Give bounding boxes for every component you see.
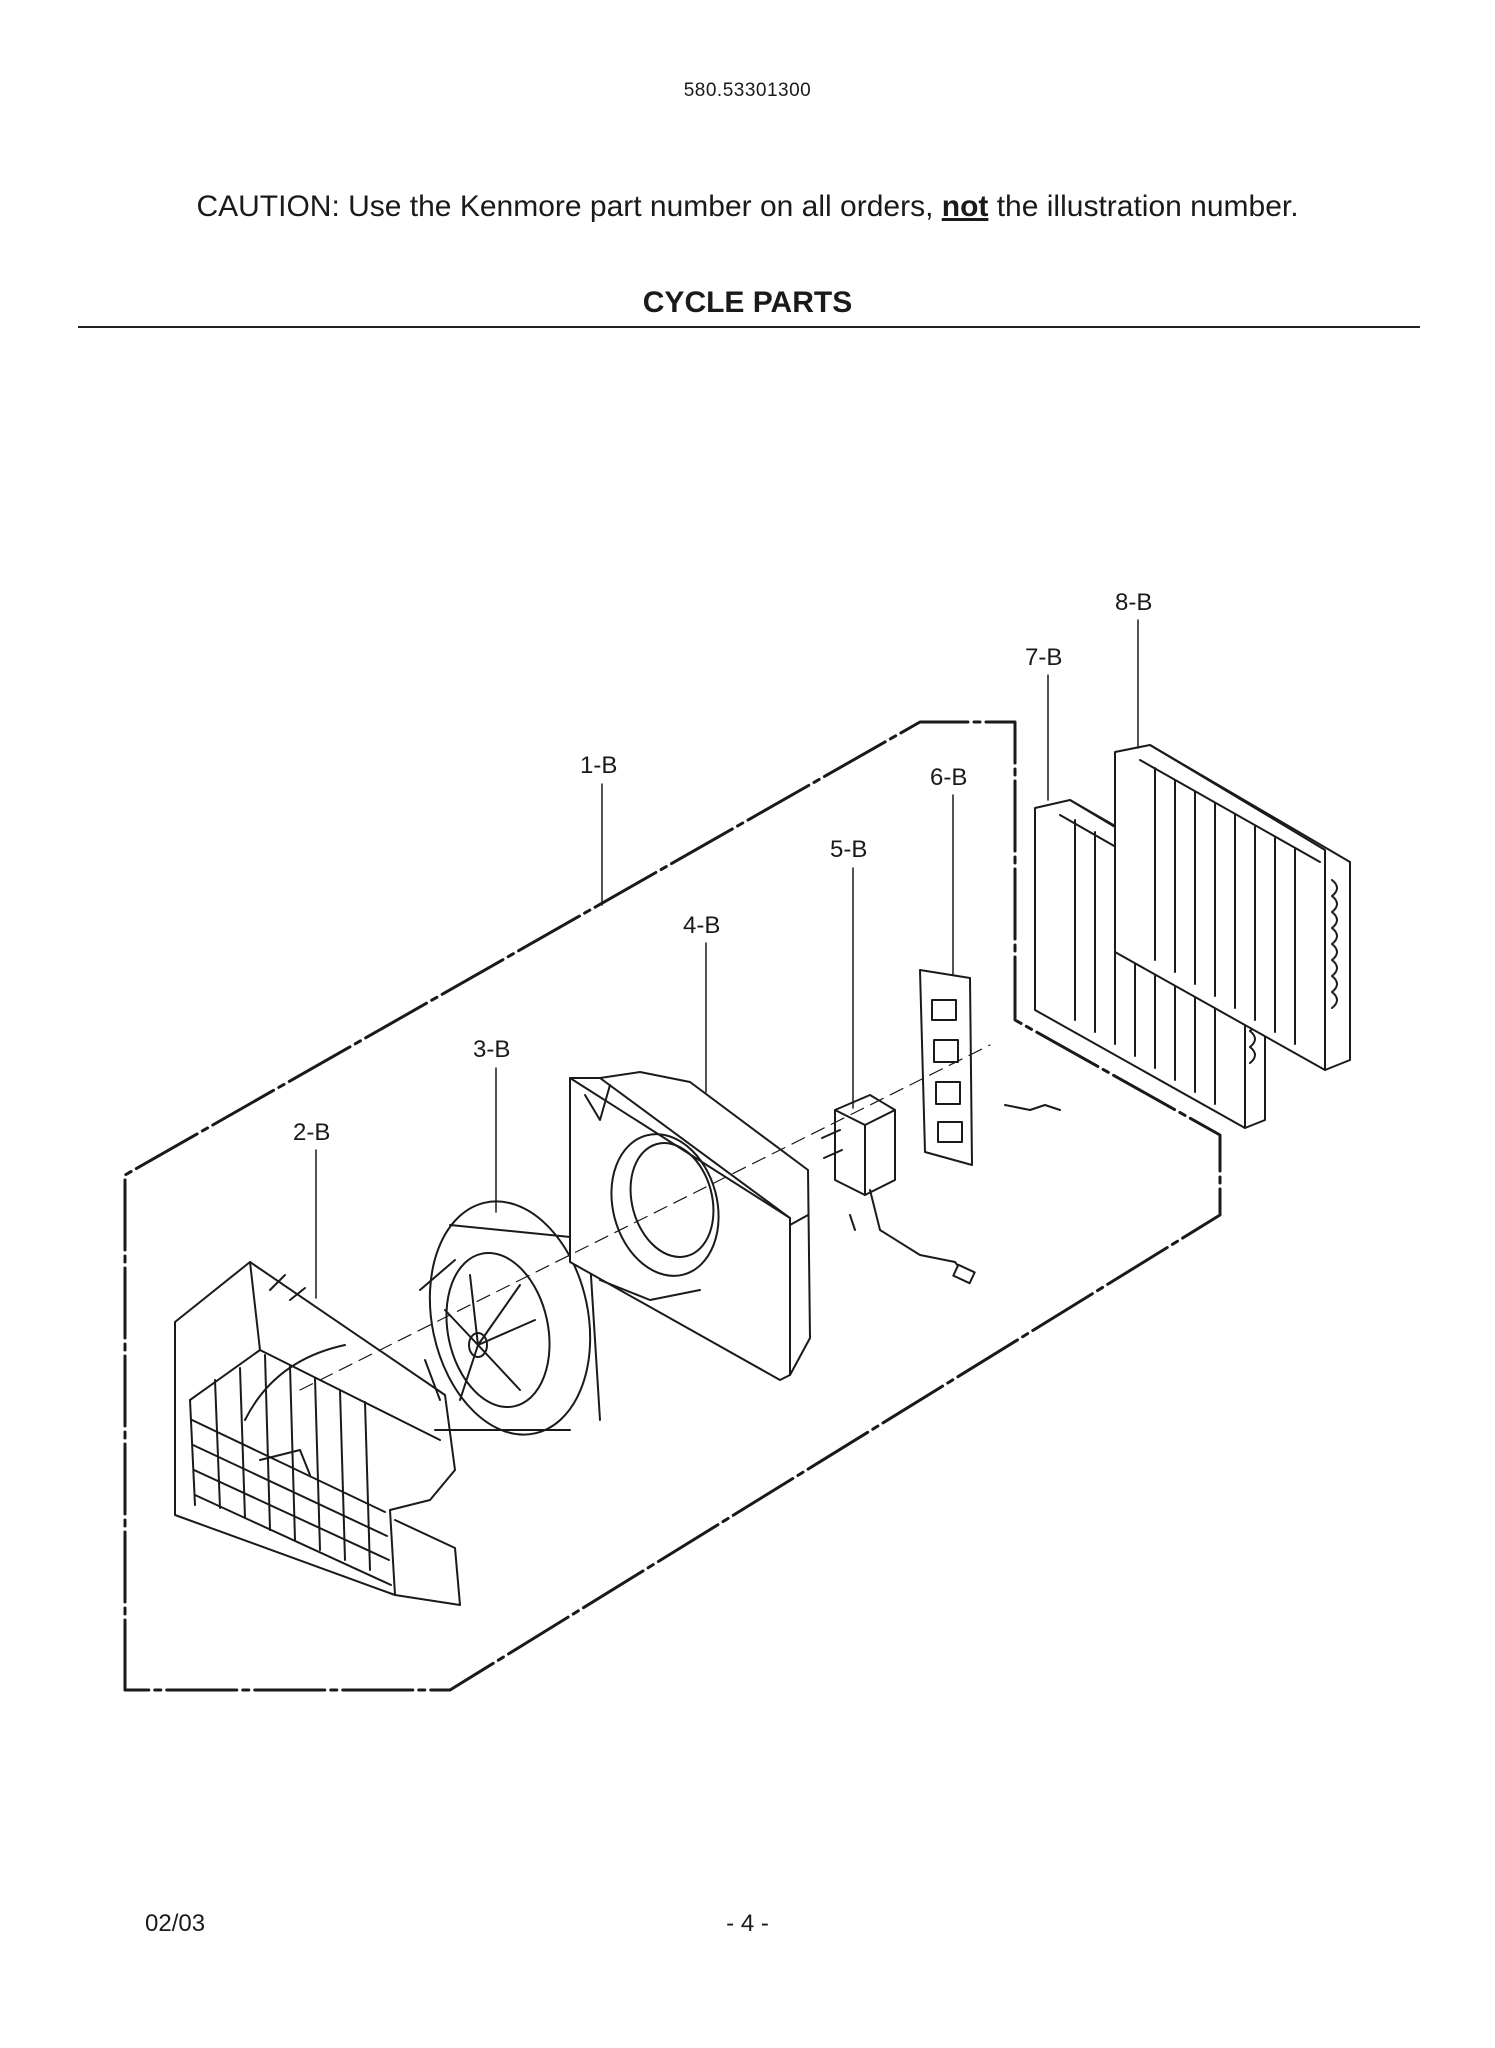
coil-rear bbox=[1114, 744, 1351, 1071]
callout-8b: 8-B bbox=[1115, 589, 1152, 616]
explode-axis bbox=[299, 1044, 991, 1391]
caution-prefix: CAUTION: Use the Kenmore part number on … bbox=[196, 190, 942, 223]
callout-7b: 7-B bbox=[1025, 644, 1062, 671]
assembly-boundary bbox=[123, 720, 1222, 1692]
blower-wheel bbox=[419, 1200, 601, 1436]
page-number: - 4 - bbox=[726, 1910, 769, 1937]
fan-motor bbox=[821, 1094, 976, 1285]
callout-5b: 5-B bbox=[830, 836, 867, 863]
callout-4b: 4-B bbox=[683, 912, 720, 939]
model-number: 580.53301300 bbox=[683, 80, 812, 101]
callout-6b: 6-B bbox=[930, 764, 967, 791]
scroll-orifice bbox=[569, 1071, 811, 1381]
callout-2b: 2-B bbox=[293, 1119, 330, 1146]
caution-emphasis: not bbox=[941, 190, 989, 223]
section-divider bbox=[78, 326, 1420, 328]
section-title: CYCLE PARTS bbox=[642, 286, 853, 319]
callout-3b: 3-B bbox=[473, 1036, 510, 1063]
blower-housing bbox=[174, 1261, 461, 1606]
callout-1b: 1-B bbox=[580, 752, 617, 779]
caution-notice: CAUTION: Use the Kenmore part number on … bbox=[0, 190, 1495, 224]
caution-suffix: the illustration number. bbox=[988, 190, 1299, 223]
footer-date: 02/03 bbox=[145, 1910, 206, 1937]
